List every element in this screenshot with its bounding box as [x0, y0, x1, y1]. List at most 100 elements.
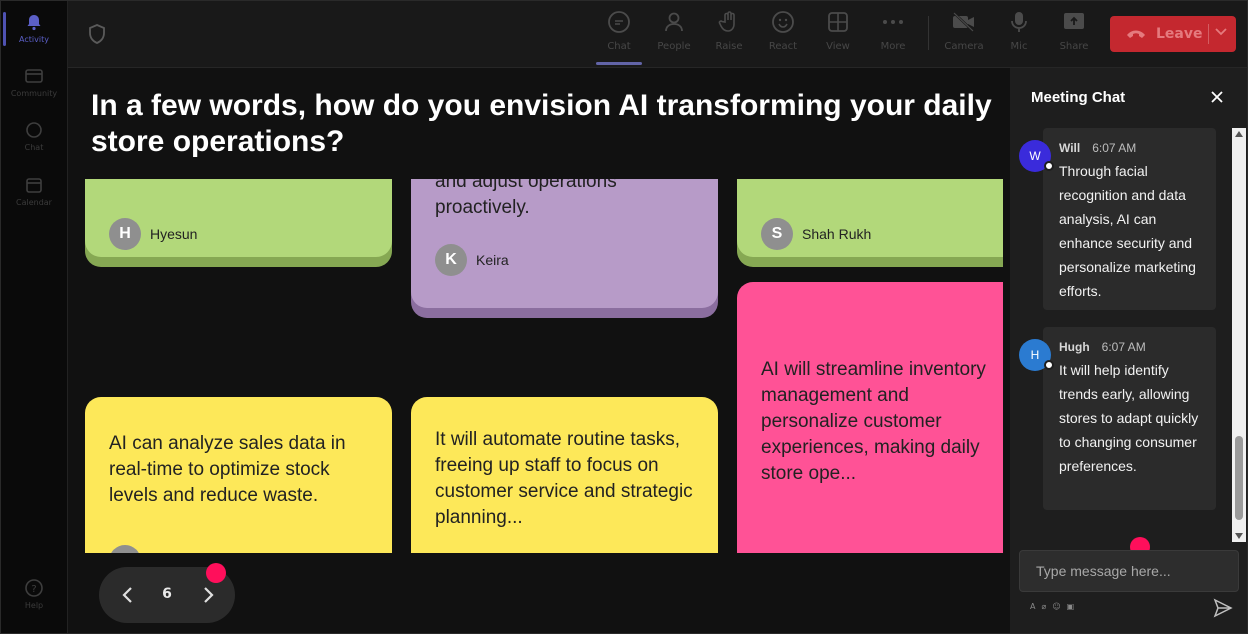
rail-label-community: Community [10, 89, 58, 98]
toolbar-raise-label: Raise [715, 41, 743, 52]
meeting-toolbar: Chat People Raise React View [68, 0, 1248, 68]
question-title: In a few words, how do you envision AI t… [91, 89, 992, 158]
rail-label-calendar: Calendar [16, 198, 52, 207]
toolbar-view-label: View [826, 41, 850, 52]
note-text: and adjust operations proactively. [435, 179, 617, 218]
leave-split-divider [1208, 24, 1209, 44]
message-author: Hugh [1059, 340, 1090, 354]
toolbar-divider [928, 16, 929, 50]
sticky-note[interactable]: and adjust operations proactively. K Kei… [411, 179, 718, 308]
toolbar-more-button[interactable]: More [868, 8, 918, 62]
toolbar-camera-button[interactable]: Camera [939, 8, 989, 62]
sticky-note[interactable]: It will automate routine tasks, freeing … [411, 397, 718, 553]
rail-label-activity: Activity [19, 35, 49, 44]
toolbar-camera-label: Camera [944, 41, 984, 52]
sticky-note[interactable]: AI can analyze sales data in real-time t… [85, 397, 392, 553]
chat-icon [23, 120, 45, 140]
leave-button[interactable]: Leave [1110, 16, 1236, 52]
message-author: Will [1059, 141, 1081, 155]
note-text: AI can analyze sales data in real-time t… [109, 433, 346, 506]
toolbar-people-label: People [657, 41, 691, 52]
scroll-down-arrow-icon[interactable] [1235, 533, 1243, 539]
cursor-pointer-dot [206, 563, 226, 583]
avatar: S [761, 218, 793, 250]
notes-board: H Hyesun and adjust operations proactive… [68, 179, 1003, 553]
sticky-note[interactable]: H Hyesun [85, 179, 392, 257]
toolbar-share-button[interactable]: Share [1049, 8, 1099, 62]
send-icon[interactable] [1213, 598, 1235, 620]
note-author: S Shah Rukh [761, 218, 871, 250]
author-name: Shah Rukh [802, 226, 872, 242]
previous-page-button[interactable] [115, 583, 139, 607]
meeting-chat-panel: Meeting Chat Will 6:07 AM Through facial … [1010, 68, 1248, 634]
phone-hangup-icon [1126, 25, 1146, 43]
avatar [109, 545, 141, 553]
presence-status-icon [1044, 161, 1054, 171]
rail-item-community[interactable]: Community [0, 66, 68, 116]
rail-label-chat: Chat [24, 143, 44, 152]
toolbar-raise-button[interactable]: Raise [704, 8, 754, 62]
community-icon [23, 66, 45, 86]
rail-item-help[interactable]: ? Help [0, 578, 68, 628]
toolbar-chat-button[interactable]: Chat [594, 8, 644, 62]
message-text: It will help identify trends early, allo… [1059, 362, 1199, 474]
gif-icon[interactable]: ▣ [1066, 602, 1075, 611]
rail-label-help: Help [24, 601, 44, 610]
mic-icon [1006, 8, 1032, 36]
rail-active-indicator [3, 12, 6, 46]
toolbar-view-button[interactable]: View [813, 8, 863, 62]
toolbar-people-button[interactable]: People [649, 8, 699, 62]
grid-view-icon [825, 8, 851, 36]
note-text: AI will streamline inventory management … [761, 359, 986, 484]
leave-label: Leave [1156, 26, 1203, 42]
active-tab-indicator [596, 62, 642, 65]
attach-icon[interactable]: ⌀ [1041, 602, 1047, 611]
message-text: Through facial recognition and data anal… [1059, 163, 1196, 299]
emoji-icon[interactable]: ☺ [1052, 602, 1061, 611]
smiley-icon [770, 8, 796, 36]
svg-text:?: ? [31, 584, 36, 595]
toolbar-mic-label: Mic [1010, 41, 1028, 52]
chat-message: Will 6:07 AM Through facial recognition a… [1043, 128, 1216, 310]
toolbar-react-button[interactable]: React [758, 8, 808, 62]
message-time: 6:07 AM [1101, 340, 1146, 354]
sticky-note[interactable]: AI will streamline inventory management … [737, 282, 1003, 553]
avatar: W [1019, 140, 1054, 172]
message-time: 6:07 AM [1092, 141, 1137, 155]
author-name: Hyesun [150, 226, 198, 242]
chat-panel-title: Meeting Chat [1031, 89, 1126, 106]
note-author: K Keira [435, 244, 509, 276]
page-number: 6 [162, 586, 172, 602]
scroll-up-arrow-icon[interactable] [1235, 131, 1243, 137]
share-icon [1061, 8, 1087, 36]
rail-item-activity[interactable]: Activity [0, 12, 68, 62]
avatar: K [435, 244, 467, 276]
sticky-note[interactable]: S Shah Rukh [737, 179, 1003, 257]
chat-message-input[interactable] [1019, 550, 1239, 592]
calendar-icon [23, 175, 45, 195]
chat-scrollbar[interactable] [1232, 128, 1246, 542]
close-icon[interactable] [1206, 86, 1228, 108]
note-text: It will automate routine tasks, freeing … [435, 429, 693, 528]
help-icon: ? [23, 578, 45, 598]
chevron-down-icon[interactable] [1215, 25, 1227, 39]
toolbar-share-label: Share [1059, 41, 1089, 52]
camera-off-icon [951, 8, 977, 36]
bell-icon [23, 12, 45, 32]
rail-item-calendar[interactable]: Calendar [0, 175, 68, 225]
whiteboard-stage: In a few words, how do you envision AI t… [68, 68, 1010, 634]
people-icon [661, 8, 687, 36]
more-dots-icon [880, 8, 906, 36]
avatar-initial: H [1030, 348, 1040, 362]
next-page-button[interactable] [197, 583, 221, 607]
toolbar-mic-button[interactable]: Mic [994, 8, 1044, 62]
avatar: H [1019, 339, 1054, 371]
avatar-initial: W [1029, 149, 1041, 163]
format-text-icon[interactable]: A [1030, 602, 1036, 611]
chat-message-list[interactable]: Will 6:07 AM Through facial recognition a… [1010, 128, 1232, 542]
rail-item-chat[interactable]: Chat [0, 120, 68, 170]
shield-icon[interactable] [88, 24, 106, 44]
hand-icon [716, 8, 742, 36]
scrollbar-thumb[interactable] [1235, 436, 1243, 520]
